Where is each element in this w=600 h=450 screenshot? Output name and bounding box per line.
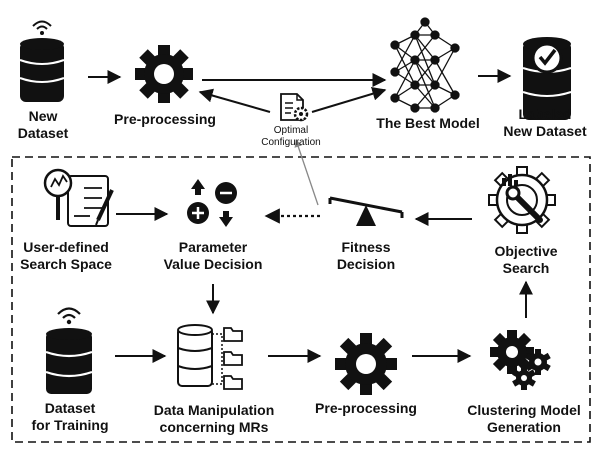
- arrow-fitness-to-config: [294, 139, 319, 206]
- objective-search-label: Objective Search: [494, 243, 558, 276]
- preprocessing-label: Pre-processing: [114, 111, 216, 127]
- best-model-label: The Best Model: [376, 115, 480, 131]
- document-gear-icon: [280, 93, 309, 122]
- loop-preprocessing-label: Pre-processing: [315, 400, 417, 416]
- database-wifi-icon: [19, 20, 65, 102]
- arrow-config-to-model: [311, 86, 387, 113]
- checklist-magnifier-icon: [43, 168, 114, 227]
- database-folders-icon: [177, 324, 243, 390]
- gear-icon: [335, 333, 397, 395]
- gear-icon: [135, 45, 193, 103]
- optimal-configuration-label: Optimal Configuration: [261, 125, 321, 148]
- clustering-model-generation-label: Clustering Model Generation: [467, 402, 581, 435]
- parameter-value-decision-label: Parameter Value Decision: [163, 239, 263, 272]
- labeled-new-dataset-label: Labeled New Dataset: [503, 106, 587, 139]
- new-dataset-label: New Dataset: [17, 108, 69, 141]
- fitness-decision-label: Fitness Decision: [336, 239, 396, 272]
- search-space-label: User-defined Search Space: [20, 239, 112, 272]
- gears-icon: [490, 330, 551, 390]
- arrow-config-to-preprocessing: [198, 88, 271, 113]
- gear-wrench-icon: [488, 166, 556, 234]
- database-check-icon: [522, 37, 572, 120]
- database-wifi-icon: [45, 307, 93, 394]
- seesaw-icon: [328, 196, 404, 226]
- dataset-for-training-label: Dataset for Training: [31, 400, 109, 433]
- neural-network-icon: [390, 17, 460, 113]
- data-manipulation-label: Data Manipulation concerning MRs: [153, 402, 275, 435]
- loop-boundary: [11, 156, 591, 443]
- plus-minus-arrows-icon: [187, 179, 237, 227]
